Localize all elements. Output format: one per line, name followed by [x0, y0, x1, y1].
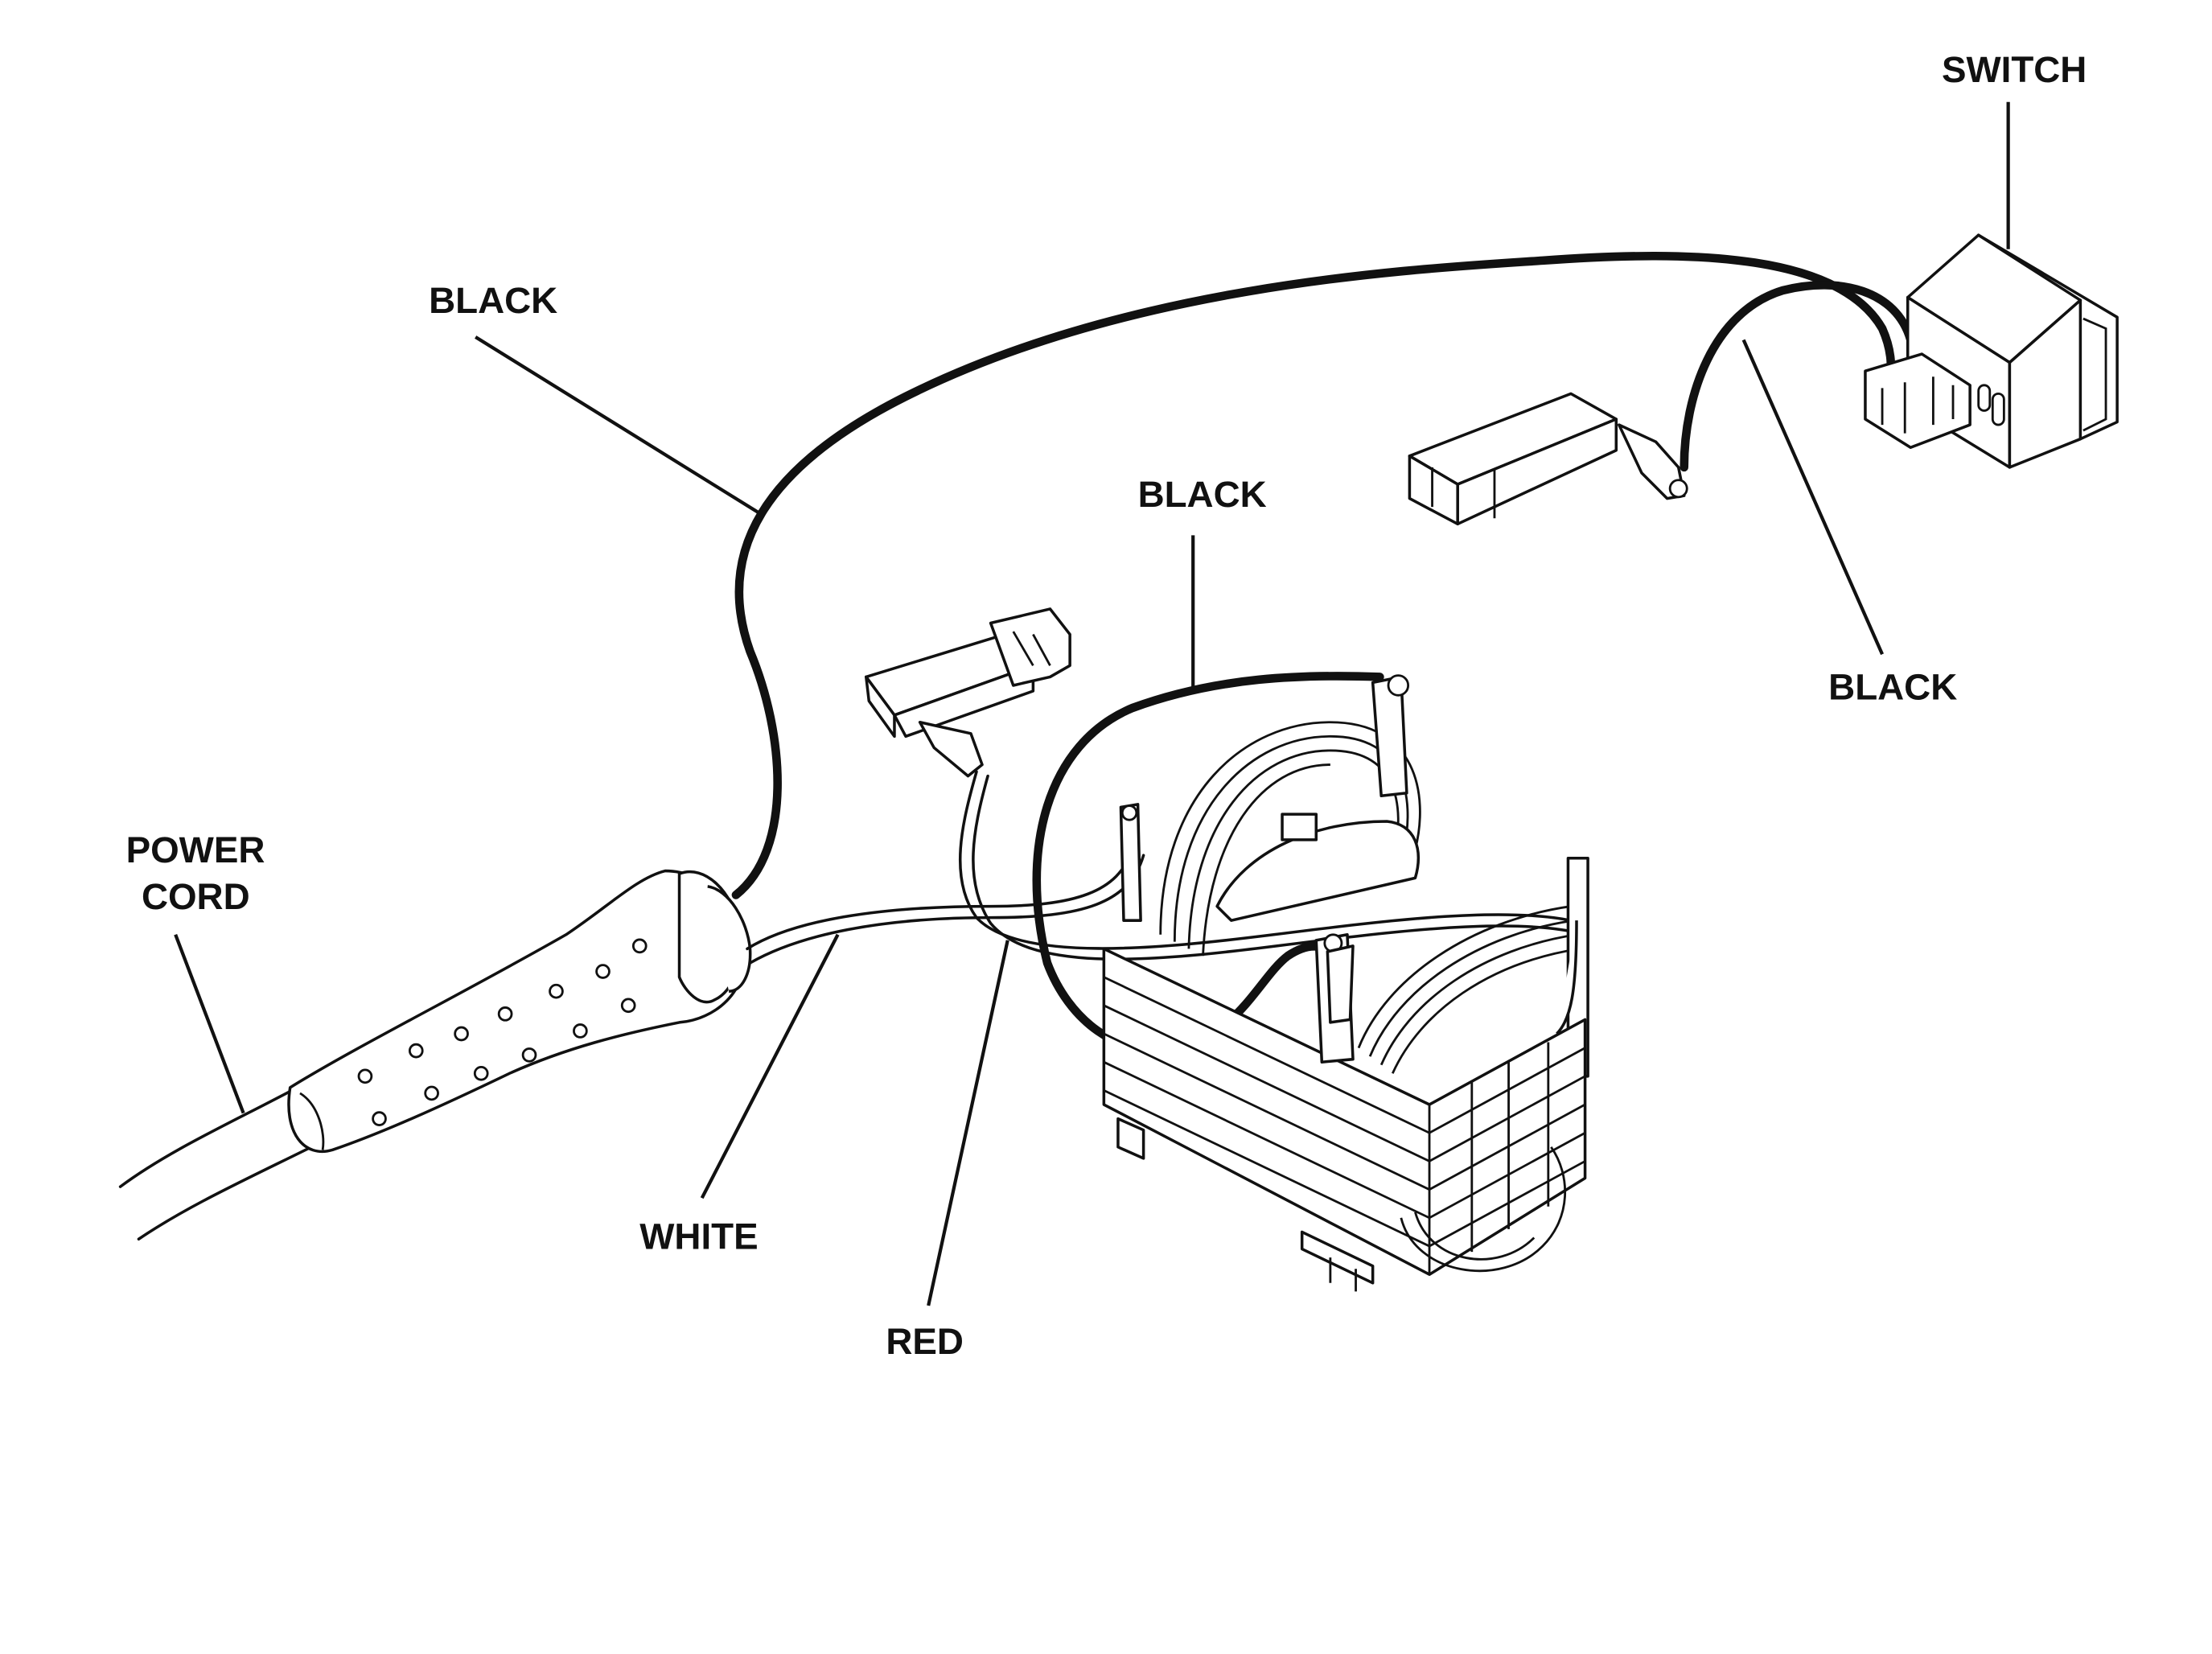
leader-black-top: [475, 335, 760, 515]
power-cord: [118, 869, 752, 1240]
label-red: RED: [886, 1321, 964, 1362]
leader-black-right: [1741, 339, 1884, 656]
sleeve-holes: [357, 938, 648, 1126]
laminations: [1102, 947, 1587, 1292]
label-power-cord-line2: CORD: [142, 876, 250, 917]
label-black-center: BLACK: [1138, 474, 1267, 515]
leader-power-cord: [174, 934, 245, 1114]
black-wire-cord-to-switch: [731, 252, 1896, 899]
field-terminals: [1119, 674, 1410, 1064]
leader-red: [927, 940, 1009, 1306]
field-assembly: [1102, 674, 1589, 1292]
label-black-right: BLACK: [1828, 667, 1957, 708]
black-wire-field: [1032, 672, 1384, 1055]
leader-lines: [174, 101, 2010, 1306]
red-wire: [958, 770, 1576, 961]
leader-white: [700, 933, 840, 1199]
connector-right: [1408, 392, 1688, 526]
label-switch: SWITCH: [1942, 49, 2087, 90]
label-white: WHITE: [639, 1216, 758, 1257]
white-wire: [746, 848, 1145, 965]
connector-left: [865, 607, 1071, 778]
label-black-top: BLACK: [429, 280, 557, 321]
label-power-cord-line1: POWER: [126, 829, 265, 870]
switch: [1864, 233, 2119, 469]
